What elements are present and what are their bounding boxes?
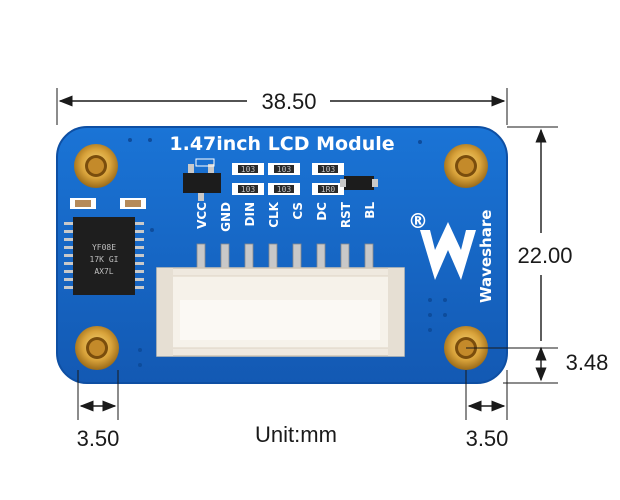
capacitor-left-1: [70, 198, 96, 209]
waveshare-logo: ® Waveshare: [408, 209, 495, 303]
pin-label-dc: DC: [315, 202, 329, 221]
resistor-4: 103: [268, 183, 300, 195]
hole-offset-bottom-value: 3.48: [566, 350, 609, 375]
hole-offset-right-value: 3.50: [466, 426, 509, 451]
width-value: 38.50: [261, 89, 316, 114]
registered-mark: ®: [408, 209, 428, 233]
dimension-hole-left: 3.50: [77, 370, 120, 451]
pin-label-gnd: GND: [219, 202, 233, 232]
resistor-3: 103: [232, 183, 264, 195]
resistor-1: 103: [232, 163, 264, 175]
resistor-5: 103: [312, 163, 344, 175]
dimension-hole-bottom: 3.48: [466, 346, 609, 382]
height-value: 22.00: [517, 243, 572, 268]
svg-text:103: 103: [241, 185, 256, 194]
pin-label-bl: BL: [363, 202, 377, 219]
svg-text:YF08E: YF08E: [92, 243, 116, 252]
capacitor: 1R0: [312, 183, 344, 195]
pin-label-din: DIN: [243, 202, 257, 226]
svg-text:103: 103: [241, 165, 256, 174]
dimension-height: 22.00: [503, 126, 573, 384]
dimension-hole-right: 3.50: [465, 370, 509, 451]
mounting-hole-top-left: [74, 144, 118, 188]
diode: [340, 176, 378, 190]
transistor: [183, 158, 221, 201]
dimension-width: 38.50: [56, 88, 508, 125]
pin-header-labels: VCC GND DIN CLK CS DC RST BL: [195, 201, 377, 279]
pin-label-vcc: VCC: [195, 202, 209, 229]
svg-text:17K GI: 17K GI: [90, 255, 119, 264]
mounting-hole-bottom-left: [75, 326, 119, 370]
svg-text:1R0: 1R0: [321, 185, 336, 194]
pin-label-cs: CS: [291, 202, 305, 220]
pin-label-rst: RST: [339, 201, 353, 228]
connector-housing: [156, 267, 405, 357]
board-title: 1.47inch LCD Module: [169, 133, 394, 155]
svg-text:AX7L: AX7L: [94, 267, 113, 276]
svg-text:103: 103: [277, 185, 292, 194]
hole-offset-left-value: 3.50: [77, 426, 120, 451]
resistor-2: 103: [268, 163, 300, 175]
mounting-hole-top-right: [444, 144, 488, 188]
svg-text:103: 103: [321, 165, 336, 174]
level-shifter-chip: YF08E 17K GI AX7L: [64, 217, 144, 295]
svg-text:103: 103: [277, 165, 292, 174]
brand-name: Waveshare: [477, 210, 495, 303]
unit-label: Unit:mm: [255, 422, 337, 447]
capacitor-left-2: [120, 198, 146, 209]
pin-label-clk: CLK: [267, 201, 281, 227]
